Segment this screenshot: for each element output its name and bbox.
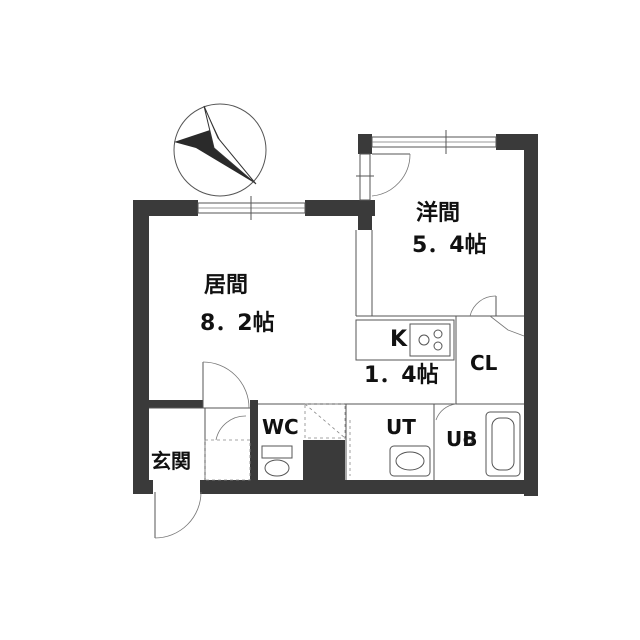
living-room-name: 居間 — [204, 273, 248, 298]
room-labels: 居間 8．2帖 洋間 5．4帖 K 1．4帖 CL WC UT UB 玄関 — [151, 200, 498, 473]
windows — [197, 130, 497, 220]
utility-label: UT — [386, 415, 416, 439]
kitchen-name: K — [390, 327, 408, 352]
entrance-label: 玄関 — [151, 449, 191, 473]
living-room-size: 8．2帖 — [200, 311, 275, 336]
toilet-label: WC — [262, 415, 299, 439]
toilet-fixture — [261, 445, 293, 477]
walls — [133, 134, 538, 496]
western-room-name: 洋間 — [416, 200, 460, 226]
bathtub-fixture — [463, 411, 521, 477]
door-swings — [154, 153, 525, 539]
western-room-size: 5．4帖 — [412, 233, 487, 258]
north-arrow-icon — [173, 103, 267, 197]
kitchen-counter — [355, 319, 455, 361]
kitchen-size: 1．4帖 — [364, 363, 439, 388]
closet-label: CL — [470, 351, 498, 375]
dashed-zones — [204, 403, 351, 481]
washbasin-fixture — [389, 445, 431, 477]
bath-label: UB — [446, 427, 477, 451]
